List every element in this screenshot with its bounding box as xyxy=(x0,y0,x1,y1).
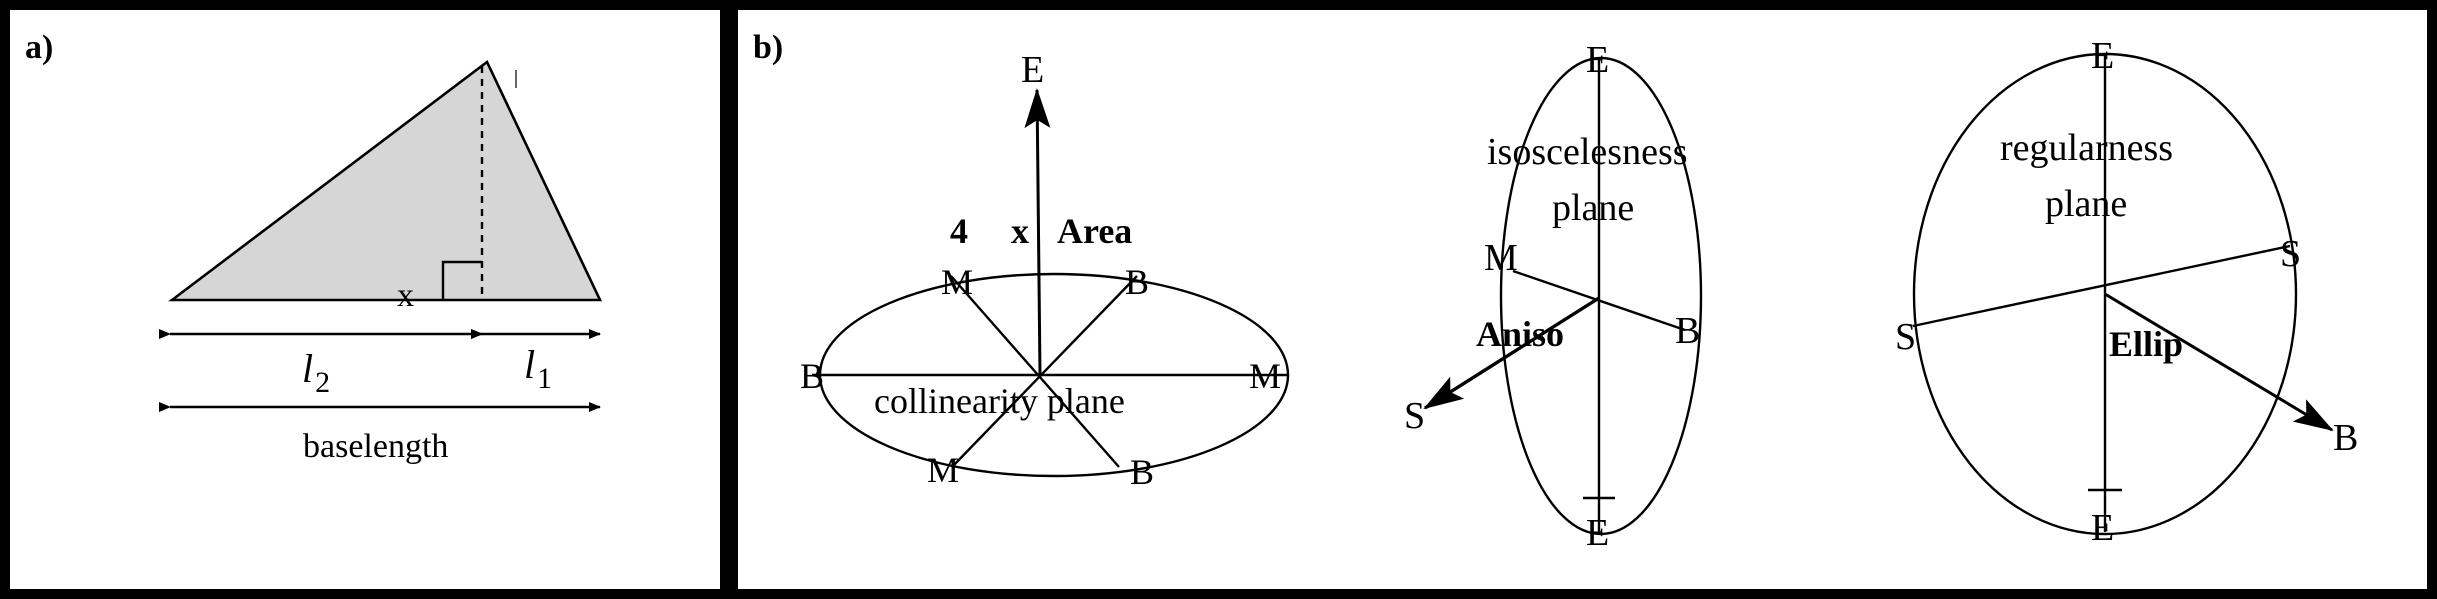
b-m-diagonal xyxy=(951,275,1138,468)
m-bottom-label: M xyxy=(927,450,959,490)
s-label: S xyxy=(1404,395,1425,437)
e-axis-arrow xyxy=(1024,88,1051,376)
panel-a-label: a) xyxy=(25,29,53,66)
ellip-label: Ellip xyxy=(2109,324,2183,364)
ellip-arrow xyxy=(2104,292,2334,432)
e-top-label: E xyxy=(2091,35,2114,77)
b-label: B xyxy=(2333,417,2358,459)
isosceles-ellipse xyxy=(1499,56,1703,536)
e-label: E xyxy=(1021,49,1044,91)
e-bottom-label: E xyxy=(2091,507,2114,549)
s-s-line xyxy=(1912,244,2291,328)
m-right-label: M xyxy=(1249,356,1281,396)
regular-diagram: E regularness plane S S Ellip B E xyxy=(1895,35,2358,549)
regular-plane-line1: regularness xyxy=(2000,127,2173,169)
baselength-label: baselength xyxy=(303,428,448,465)
b-label: B xyxy=(1675,310,1700,352)
panel-a: a) x l2 l1 baselength xyxy=(0,0,730,599)
isosceles-plane-line2: plane xyxy=(1552,187,1634,229)
panel-b: b) E 4 x Area M B B M collinearity plane… xyxy=(728,0,2437,599)
isosceles-diagram: E isoscelesness plane M Aniso B S E xyxy=(1404,39,1703,554)
m-b-line xyxy=(1512,269,1686,332)
right-angle-marker xyxy=(441,260,482,300)
x-label: x xyxy=(397,277,414,314)
collinearity-diagram: E 4 x Area M B B M collinearity plane M … xyxy=(800,49,1290,492)
area-4: 4 xyxy=(950,211,968,251)
l2-label: l2 xyxy=(302,346,330,399)
e-top-label: E xyxy=(1586,39,1609,81)
isosceles-plane-line1: isoscelesness xyxy=(1487,131,1688,173)
panel-b-frame xyxy=(728,0,2437,599)
aniso-label: Aniso xyxy=(1476,314,1564,354)
b-left-label: B xyxy=(800,356,824,396)
panel-a-frame xyxy=(0,0,730,599)
l1-label: l1 xyxy=(524,342,552,395)
s-right-label: S xyxy=(2280,233,2301,275)
regular-plane-line2: plane xyxy=(2045,183,2127,225)
area-word: Area xyxy=(1057,211,1132,251)
triangle xyxy=(168,60,603,302)
s-left-label: S xyxy=(1895,316,1916,358)
b-top-label: B xyxy=(1125,262,1149,302)
panel-b-label: b) xyxy=(753,29,783,66)
m-top-label: M xyxy=(941,262,973,302)
b-bottom-label: B xyxy=(1130,452,1154,492)
m-label: M xyxy=(1484,237,1518,279)
m-b-axis xyxy=(950,275,1120,468)
collinearity-plane-label: collinearity plane xyxy=(874,381,1125,421)
aniso-arrow xyxy=(1423,296,1600,410)
e-bottom-label: E xyxy=(1586,512,1609,554)
area-x: x xyxy=(1011,211,1029,251)
